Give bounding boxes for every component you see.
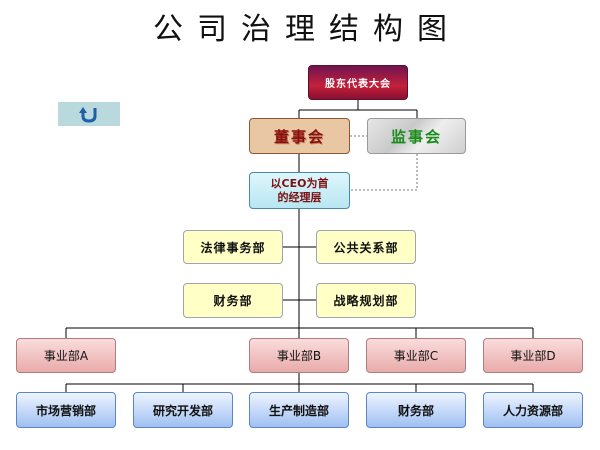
division-node: 事业部B [249,338,349,373]
management-line-1: 以CEO为首 [270,176,329,190]
return-arrow-icon [79,107,97,123]
return-button[interactable] [58,102,120,126]
finance-staff-node: 财务部 [183,283,283,318]
division-node: 事业部C [366,338,466,373]
function-node: 市场营销部 [16,392,116,428]
management-line-2: 的经理层 [277,190,322,204]
function-node: 研究开发部 [133,392,233,428]
strategy-planning-node: 战略规划部 [316,283,416,318]
division-node: 事业部D [483,338,583,373]
board-of-directors-node: 董事会 [249,118,350,154]
division-node: 事业部A [16,338,116,373]
board-of-supervisors-node: 监事会 [367,118,466,154]
management-node: 以CEO为首 的经理层 [249,172,350,209]
function-node: 生产制造部 [249,392,349,428]
page-title: 公司治理结构图 [153,12,461,47]
shareholders-meeting-node: 股东代表大会 [308,65,408,100]
function-node: 人力资源部 [483,392,583,428]
function-node: 财务部 [366,392,466,428]
legal-affairs-node: 法律事务部 [183,230,283,264]
public-relations-node: 公共关系部 [316,230,416,264]
